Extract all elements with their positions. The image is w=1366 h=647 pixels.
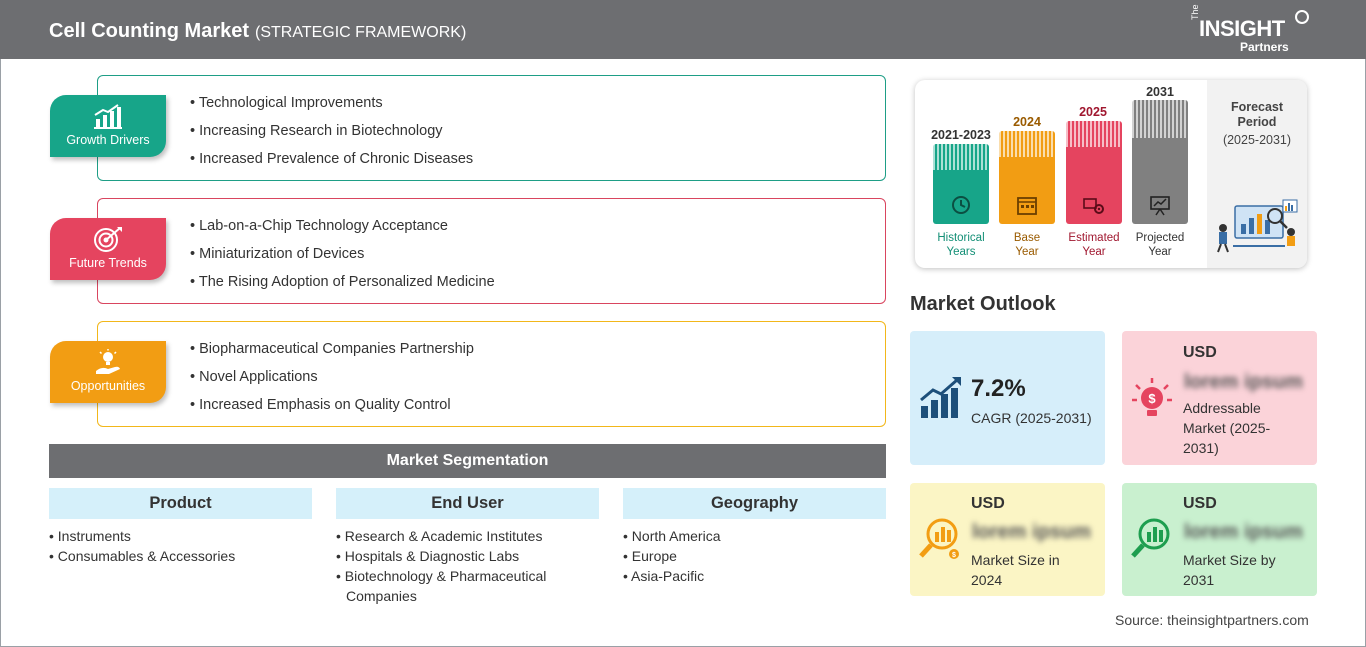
list-item: Increased Prevalence of Chronic Diseases [190, 149, 473, 177]
cagr-card: 7.2% CAGR (2025-2031) [910, 331, 1105, 465]
market-size-2031-card: USD lorem ipsum Market Size by 2031 [1122, 483, 1317, 596]
period-year: 2025 [1079, 105, 1107, 119]
svg-text:$: $ [1148, 391, 1156, 406]
growth-drivers-badge: Growth Drivers [50, 95, 166, 157]
list-item: Novel Applications [190, 367, 474, 395]
cagr-label: CAGR (2025-2031) [971, 410, 1092, 426]
future-trends-list: Lab-on-a-Chip Technology Acceptance Mini… [190, 216, 495, 300]
svg-text:$: $ [952, 552, 956, 559]
list-item: Europe [623, 546, 886, 566]
future-trends-row: Future Trends Lab-on-a-Chip Technology A… [49, 198, 886, 304]
list-item: Technological Improvements [190, 93, 473, 121]
market-size-2024-label: Market Size in 2024 [971, 552, 1060, 588]
list-item: Consumables & Accessories [49, 546, 312, 566]
opportunities-list: Biopharmaceutical Companies Partnership … [190, 339, 474, 423]
magnifier-chart-icon: $ [919, 518, 959, 559]
list-item: Hospitals & Diagnostic Labs [336, 546, 599, 566]
idea-dollar-icon: $ [1132, 378, 1172, 416]
list-item: Lab-on-a-Chip Technology Acceptance [190, 216, 495, 244]
list-item: Miniaturization of Devices [190, 244, 495, 272]
blurred-value: lorem ipsum [1184, 371, 1303, 393]
cagr-value: 7.2% [971, 375, 1026, 402]
page-subtitle: (STRATEGIC FRAMEWORK) [255, 24, 467, 41]
growth-bars-icon [920, 377, 961, 418]
analytics-illustration-icon [1217, 199, 1298, 253]
growth-drivers-label: Growth Drivers [66, 133, 150, 147]
list-item: North America [623, 526, 886, 546]
list-item: Increasing Research in Biotechnology [190, 121, 473, 149]
idea-hand-icon [96, 349, 120, 374]
period-bar [1132, 100, 1188, 224]
addressable-market-card: $ USD lorem ipsum Addressable Market (20… [1122, 331, 1317, 465]
currency-label: USD [1183, 344, 1217, 361]
growth-drivers-list: Technological Improvements Increasing Re… [190, 93, 473, 177]
header-bar: Cell Counting Market(STRATEGIC FRAMEWORK… [0, 0, 1366, 59]
growth-drivers-row: Growth Drivers Technological Improvement… [49, 75, 886, 181]
opportunities-row: Opportunities Biopharmaceutical Companie… [49, 321, 886, 427]
segment-header: End User [336, 488, 599, 519]
segment-end-user: End User Research & Academic Institutes … [336, 488, 599, 606]
market-size-2024-card: $ USD lorem ipsum Market Size in 2024 [910, 483, 1105, 596]
market-size-2031-label: Market Size by 2031 [1183, 552, 1276, 588]
forecast-label: Forecast Period [1230, 100, 1284, 129]
list-item: Biotechnology & Pharmaceutical Companies [336, 566, 566, 606]
segment-header: Geography [623, 488, 886, 519]
magnifier-chart-icon [1131, 518, 1170, 558]
list-item: Biopharmaceutical Companies Partnership [190, 339, 474, 367]
currency-label: USD [1183, 495, 1217, 512]
future-trends-badge: Future Trends [50, 218, 166, 280]
forecast-panel: Forecast Period (2025-2031) [1207, 80, 1307, 268]
list-item: Research & Academic Institutes [336, 526, 599, 546]
addressable-label: Addressable Market (2025-2031) [1183, 400, 1271, 456]
target-icon [94, 227, 122, 252]
segment-header: Product [49, 488, 312, 519]
period-bar [1066, 121, 1122, 224]
period-year: 2031 [1146, 85, 1174, 99]
logo-bulb-icon [1295, 10, 1309, 24]
segment-geography: Geography North America Europe Asia-Paci… [623, 488, 886, 586]
list-item: The Rising Adoption of Personalized Medi… [190, 272, 495, 300]
period-bar [933, 144, 989, 224]
list-item: Instruments [49, 526, 312, 546]
growth-chart-icon [94, 104, 122, 129]
page-title: Cell Counting Market(STRATEGIC FRAMEWORK… [49, 20, 467, 42]
gears-icon [1083, 198, 1104, 214]
period-year: 2021-2023 [931, 128, 991, 142]
market-outlook-title: Market Outlook [910, 293, 1056, 315]
blurred-value: lorem ipsum [1184, 521, 1303, 543]
list-item: Increased Emphasis on Quality Control [190, 395, 474, 423]
blurred-value: lorem ipsum [972, 521, 1091, 543]
currency-label: USD [971, 495, 1005, 512]
segmentation-title: Market Segmentation [49, 444, 886, 478]
future-trends-label: Future Trends [69, 256, 147, 270]
segment-product: Product Instruments Consumables & Access… [49, 488, 312, 566]
history-icon [952, 196, 970, 214]
list-item: Asia-Pacific [623, 566, 886, 586]
period-year: 2024 [1013, 115, 1041, 129]
calendar-icon [1017, 197, 1037, 215]
presentation-icon [1150, 196, 1170, 216]
source-link[interactable]: Source: theinsightpartners.com [1115, 612, 1309, 628]
opportunities-label: Opportunities [70, 379, 146, 393]
opportunities-badge: Opportunities [50, 341, 166, 403]
forecast-range: (2025-2031) [1222, 133, 1292, 147]
insight-partners-logo: The INSIGHT Partners [1190, 4, 1310, 54]
period-bar [999, 131, 1055, 224]
